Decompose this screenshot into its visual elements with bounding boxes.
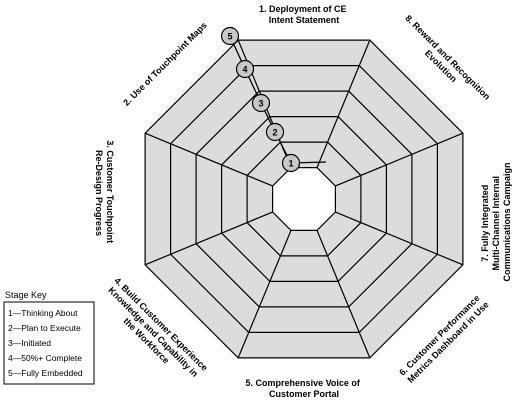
stage-key-item-4: 4—50%+ Complete — [8, 353, 82, 363]
spoke — [316, 39, 371, 168]
stage-key-title: Stage Key — [5, 290, 47, 300]
svg-text:2: 2 — [272, 128, 277, 138]
marker-1: 1 — [281, 153, 301, 173]
stage-key-item-3: 3—Initiated — [8, 338, 51, 348]
marker-2: 2 — [265, 122, 285, 142]
stage-key-item-2: 2—Plan to Execute — [8, 323, 81, 333]
svg-text:5: 5 — [227, 32, 232, 42]
svg-text:3: 3 — [258, 99, 263, 109]
marker-5: 5 — [220, 26, 240, 46]
marker-3: 3 — [251, 93, 271, 113]
spoke — [144, 211, 273, 266]
stage-key-item-5: 5—Fully Embedded — [8, 368, 83, 378]
stage-key: Stage Key 1—Thinking About 2—Plan to Exe… — [3, 290, 95, 385]
spoke — [316, 230, 371, 359]
svg-text:4: 4 — [242, 65, 247, 75]
axis-label-1: 1. Deployment of CE Intent Statement — [259, 4, 349, 25]
spoke — [237, 230, 292, 359]
center-octagon — [272, 167, 336, 231]
axis-label-5: 5. Comprehensive Voice of Customer Porta… — [246, 378, 363, 399]
spoke — [335, 132, 464, 187]
stage-key-box — [3, 301, 95, 385]
axis-label-7: 7. Fully Integrated Multi-Channel Intern… — [480, 162, 512, 281]
stage-key-item-1: 1—Thinking About — [8, 308, 78, 318]
svg-text:1: 1 — [288, 159, 293, 169]
axis-label-3: 3. Customer Touchpoint Re-Design Progres… — [94, 140, 115, 245]
spoke — [335, 211, 464, 266]
spoke — [144, 132, 273, 187]
marker-4: 4 — [235, 59, 255, 79]
